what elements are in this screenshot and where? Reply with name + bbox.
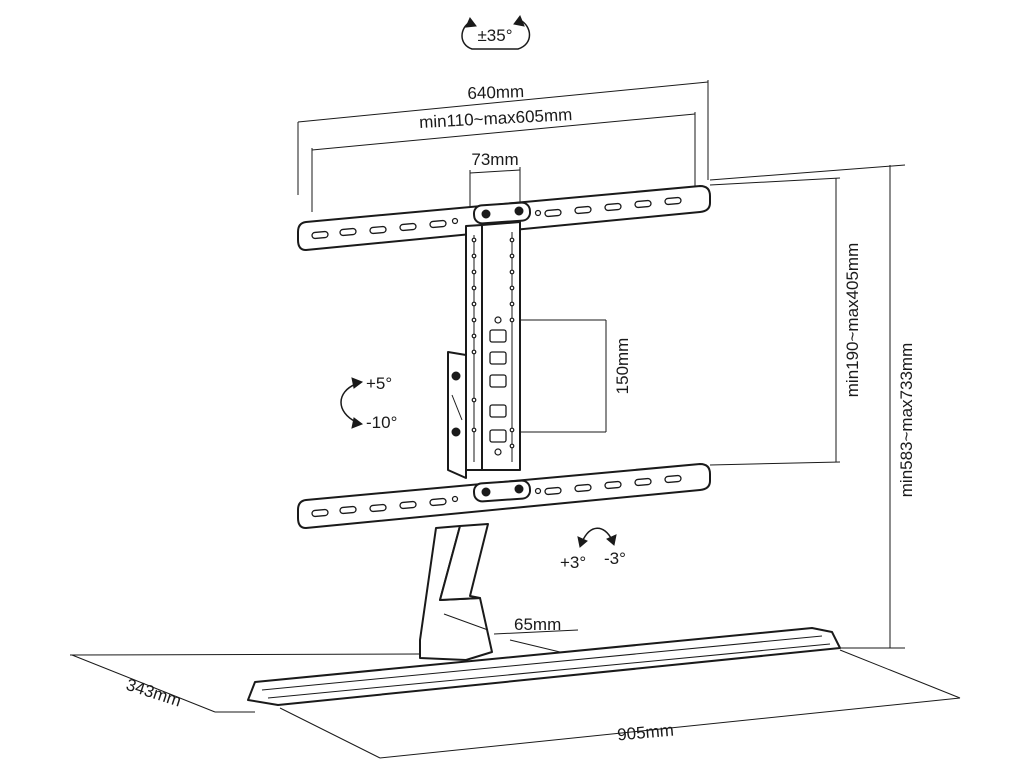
base-plate (247, 627, 841, 706)
swivel-arrow-left-icon (465, 17, 477, 28)
tilt-arc (340, 383, 357, 423)
tilt-indicator: +5° -10° (340, 374, 397, 432)
tilt-knob-top-icon (451, 371, 461, 381)
total-height-label: min583~max733mm (897, 343, 916, 498)
swivel-arrow-right-icon (513, 14, 525, 27)
bracket-pitch-dimension: 150mm (520, 319, 632, 433)
bracket-holes (471, 237, 515, 456)
width-outer-label: 640mm (467, 82, 524, 103)
tilt-side-plate (447, 351, 467, 479)
top-bar-slots (311, 196, 682, 240)
tilt-down-label: -10° (366, 413, 397, 432)
support-column (419, 523, 493, 661)
tilt-knob-bottom-icon (451, 427, 461, 437)
width-dimension-range: min110~max605mm (311, 105, 696, 212)
bracket-pitch-label: 150mm (613, 338, 632, 395)
top-clamp-bolt-right-icon (514, 206, 524, 216)
column-offset-label: 65mm (514, 615, 561, 634)
swivel-label: ±35° (477, 26, 512, 45)
base-depth-label: 343mm (124, 675, 184, 711)
top-clamp-bolt-left-icon (481, 209, 491, 219)
tilt-arrow-up-icon (351, 377, 364, 389)
bracket-range-label: min190~max405mm (843, 243, 862, 398)
clamp-gap-dimension: 73mm (469, 150, 521, 208)
bottom-mounting-bar (297, 463, 711, 529)
bottom-bar-slots (311, 474, 682, 518)
tilt-arrow-down-icon (351, 417, 364, 429)
width-dimension-640: 640mm (297, 80, 709, 195)
swivel-arc (461, 19, 531, 50)
total-height-dimension: min583~max733mm (709, 164, 916, 649)
top-mounting-bar (297, 185, 711, 251)
roll-indicator: +3° -3° (560, 527, 626, 572)
roll-arc (581, 527, 613, 543)
roll-arrow-left-icon (577, 536, 588, 548)
bottom-clamp-bolt-left-icon (481, 487, 491, 497)
roll-minus-label: -3° (604, 549, 626, 568)
swivel-indicator: ±35° (461, 14, 531, 50)
vertical-bracket (447, 221, 521, 479)
bracket-range-dimension: min190~max405mm (709, 177, 862, 466)
base-width-label: 905mm (616, 721, 674, 745)
base-width-dimension: 905mm (279, 649, 961, 759)
bottom-clamp-bolt-right-icon (514, 484, 524, 494)
roll-plus-label: +3° (560, 553, 586, 572)
clamp-gap-label: 73mm (471, 150, 518, 169)
tilt-up-label: +5° (366, 374, 392, 393)
roll-arrow-right-icon (606, 534, 617, 546)
column-offset-dimension: 65mm (493, 615, 579, 653)
